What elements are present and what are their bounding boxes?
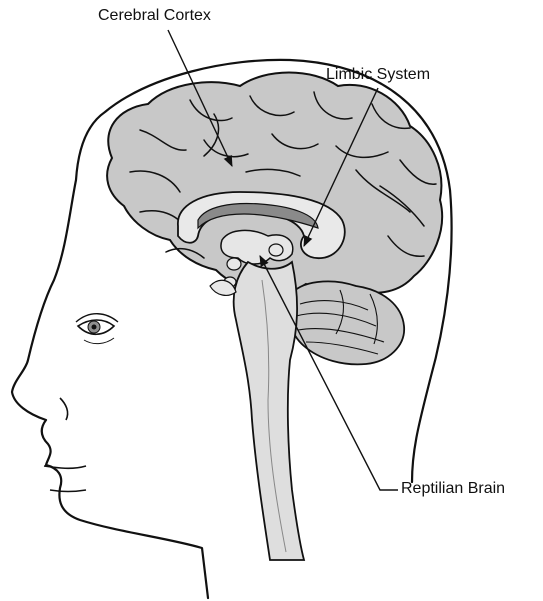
cerebral-cortex-label: Cerebral Cortex bbox=[98, 8, 211, 24]
ear-outline bbox=[60, 398, 68, 420]
reptilian-brain-label: Reptilian Brain bbox=[401, 481, 505, 497]
lip-line bbox=[44, 466, 86, 468]
brainstem-shape bbox=[234, 262, 304, 560]
limbic-system-label: Limbic System bbox=[326, 67, 430, 83]
cerebellum-shape bbox=[288, 281, 404, 364]
eye-icon bbox=[76, 314, 118, 344]
chin-line bbox=[50, 490, 86, 492]
